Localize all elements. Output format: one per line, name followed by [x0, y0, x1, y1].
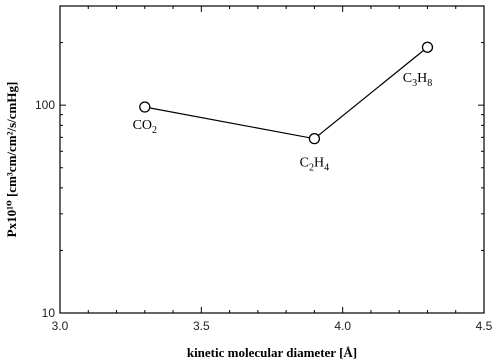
- label-subscript: 8: [427, 78, 432, 89]
- y-tick-label: 100: [35, 98, 55, 112]
- plot-border: [59, 5, 485, 314]
- data-point: [308, 133, 321, 145]
- point-label: C2H4: [300, 156, 329, 174]
- x-tick-label: 3.0: [52, 319, 69, 333]
- x-tick-label: 4.5: [476, 319, 493, 333]
- label-text: C: [300, 156, 309, 171]
- label-subscript: 2: [152, 125, 157, 136]
- label-text: H: [314, 156, 324, 171]
- x-axis-title: kinetic molecular diameter [Å]: [187, 345, 357, 360]
- x-tick-label: 3.5: [193, 319, 210, 333]
- series-line-group: [144, 46, 428, 140]
- y-tick-label: 10: [42, 306, 56, 320]
- label-subscript: 2: [309, 163, 314, 174]
- label-text: CO: [133, 118, 152, 133]
- series-points-group: [139, 41, 434, 145]
- series-line: [144, 46, 428, 140]
- label-text: H: [417, 71, 427, 86]
- y-axis-title: Px10¹⁰ [cm³cm/cm²/s/cmHg]: [4, 82, 19, 238]
- label-subscript: 3: [412, 78, 417, 89]
- y-axis-ticks: 10 100: [35, 5, 484, 320]
- point-label: C3H8: [403, 71, 432, 89]
- x-axis-ticks: 3.0 3.5 4.0 4.5: [52, 6, 493, 333]
- label-text: C: [403, 71, 412, 86]
- plot-frame: [59, 5, 485, 314]
- data-point: [139, 101, 151, 113]
- point-label: CO2: [133, 118, 157, 136]
- data-point: [421, 41, 434, 53]
- label-subscript: 4: [324, 163, 329, 174]
- x-tick-label: 4.0: [334, 319, 351, 333]
